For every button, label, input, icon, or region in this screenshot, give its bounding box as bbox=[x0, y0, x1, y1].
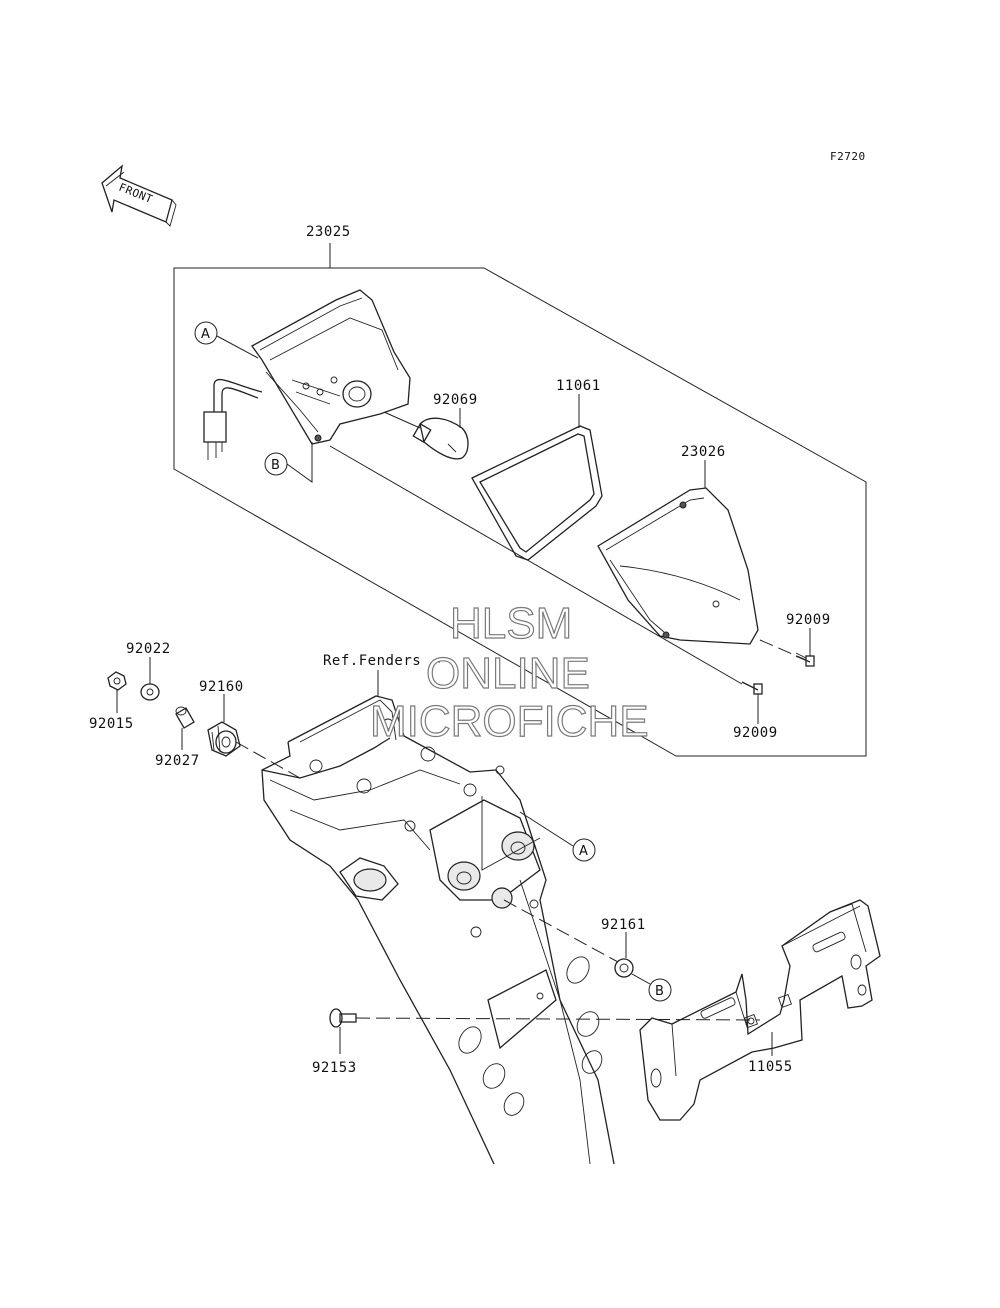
part-number-92009-lower: 92009 bbox=[733, 725, 778, 741]
reference-marker-a-top-label: A bbox=[201, 327, 210, 342]
front-direction-arrow: FRONT bbox=[101, 164, 177, 227]
part-number-92153: 92153 bbox=[312, 1060, 357, 1076]
grommet-92161 bbox=[614, 958, 634, 978]
bulb-92069 bbox=[412, 417, 469, 460]
reference-marker-b-top-label: B bbox=[271, 458, 280, 473]
bolt-92153 bbox=[329, 1008, 357, 1028]
rear-fender-body bbox=[261, 695, 615, 1165]
part-number-92160: 92160 bbox=[199, 679, 244, 695]
watermark: HLSM ONLINE MICROFICHE bbox=[369, 598, 649, 746]
part-number-92015: 92015 bbox=[89, 716, 134, 732]
watermark-line-2: ONLINE bbox=[426, 649, 590, 698]
screw-92009-lower bbox=[741, 681, 763, 695]
reference-marker-b-lower bbox=[648, 978, 672, 1002]
collar-92027 bbox=[175, 706, 195, 729]
washer-92022 bbox=[140, 683, 160, 701]
bracket-11055 bbox=[639, 899, 881, 1121]
reference-marker-b-lower-label: B bbox=[655, 984, 664, 999]
watermark-line-3: MICROFICHE bbox=[370, 697, 649, 746]
part-number-92069: 92069 bbox=[433, 392, 478, 408]
part-number-92161: 92161 bbox=[601, 917, 646, 933]
tail-light-housing bbox=[203, 289, 411, 460]
lens-23026 bbox=[597, 487, 759, 645]
assembly-group-outline bbox=[173, 267, 867, 757]
part-number-11061: 11061 bbox=[556, 378, 601, 394]
ref-fenders-label: Ref.Fenders bbox=[323, 653, 421, 669]
grommet-92160 bbox=[207, 721, 241, 757]
part-number-92022: 92022 bbox=[126, 641, 171, 657]
watermark-line-1: HLSM bbox=[450, 599, 572, 648]
part-number-23025: 23025 bbox=[306, 224, 351, 240]
gasket-11061 bbox=[471, 425, 603, 561]
nut-92015 bbox=[107, 671, 127, 691]
part-number-92009-upper: 92009 bbox=[786, 612, 831, 628]
reference-marker-a-lower-label: A bbox=[579, 844, 588, 859]
part-number-11055: 11055 bbox=[748, 1059, 793, 1075]
reference-marker-a-top bbox=[194, 321, 218, 345]
reference-marker-a-lower bbox=[572, 838, 596, 862]
diagram-code: F2720 bbox=[830, 150, 866, 163]
part-number-23026: 23026 bbox=[681, 444, 726, 460]
part-number-92027: 92027 bbox=[155, 753, 200, 769]
